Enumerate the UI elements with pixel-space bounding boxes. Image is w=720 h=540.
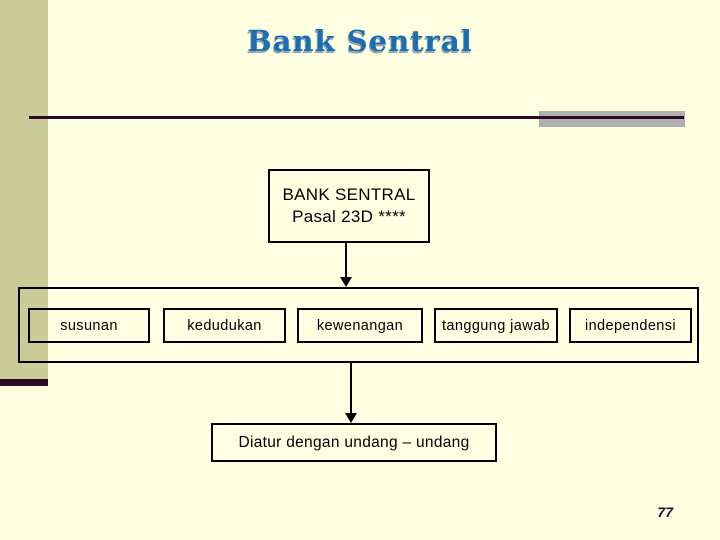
- aspect-box-independensi: independensi: [569, 308, 692, 343]
- sidebar-maroon-strip: [0, 379, 48, 386]
- connector-arrow-top-head: [340, 277, 352, 287]
- page-number: 77: [657, 504, 673, 520]
- connector-arrow-bottom-head: [345, 413, 357, 423]
- slide-title: Bank Sentral: [247, 24, 473, 58]
- root-node-bank-sentral: BANK SENTRAL Pasal 23D ****: [268, 169, 430, 243]
- aspect-box-kewenangan: kewenangan: [297, 308, 423, 343]
- connector-arrow-top-line: [345, 243, 347, 279]
- aspect-box-tanggung-jawab: tanggung jawab: [434, 308, 558, 343]
- sidebar-decoration: [0, 0, 48, 379]
- aspects-group-frame: [18, 287, 699, 363]
- root-node-line1: BANK SENTRAL: [282, 185, 416, 204]
- aspect-box-kedudukan: kedudukan: [163, 308, 286, 343]
- title-rule-line: [29, 116, 684, 119]
- aspect-box-susunan: susunan: [28, 308, 150, 343]
- bottom-box-diatur-undang: Diatur dengan undang – undang: [211, 423, 497, 462]
- root-node-line2: Pasal 23D ****: [292, 207, 406, 226]
- title-gray-accent-bar: [539, 111, 685, 127]
- connector-arrow-bottom-line: [350, 363, 352, 414]
